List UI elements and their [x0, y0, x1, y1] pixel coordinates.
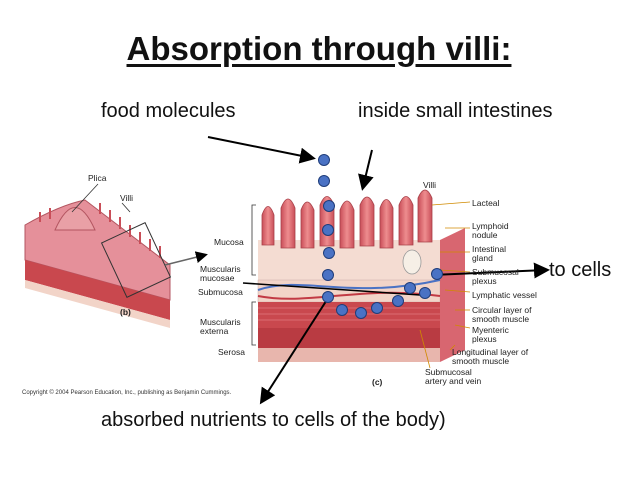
- molecule-dot: [419, 287, 431, 299]
- submucosal-plexus-label: Submucosal plexus: [472, 267, 519, 286]
- molecule-dot: [431, 268, 443, 280]
- molecule-dot: [323, 200, 335, 212]
- lymphoid-nodule-label: Lymphoid nodule: [472, 221, 509, 240]
- circular-layer-label: Circular layer of smooth muscle: [472, 305, 532, 324]
- to-cells-label: to cells: [549, 259, 612, 281]
- submucosa-label: Submucosa: [198, 287, 243, 297]
- muscularis-externa-label: Muscularis externa: [200, 317, 241, 336]
- food-molecules-arrow: [207, 136, 316, 164]
- plica-illustration: [24, 183, 208, 328]
- absorbed-nutrients-arrow: [259, 294, 331, 405]
- myenteric-plexus-label: Myenteric plexus: [472, 325, 509, 344]
- molecule-dot: [318, 154, 330, 166]
- molecule-dot: [322, 269, 334, 281]
- serosa-label: Serosa: [218, 347, 245, 357]
- longitudinal-layer-label: Longitudinal layer of smooth muscle: [452, 347, 529, 366]
- submucosa-pointer-line: [242, 282, 421, 296]
- intestine-arrow: [358, 149, 374, 191]
- copyright-text: Copyright © 2004 Pearson Education, Inc.…: [22, 390, 232, 396]
- molecule-dot: [336, 304, 348, 316]
- submucosal-artery-label: Submucosal artery and vein: [425, 367, 482, 386]
- molecule-dot: [355, 307, 367, 319]
- absorbed-nutrients-label: absorbed nutrients to cells of the body): [101, 409, 446, 431]
- page-title: Absorption through villi:: [126, 30, 512, 67]
- mucosa-label: Mucosa: [214, 237, 244, 247]
- food-molecules-label: food molecules: [101, 100, 236, 122]
- lymphatic-vessel-label: Lymphatic vessel: [472, 290, 537, 300]
- villi-c-label: Villi: [423, 180, 437, 190]
- molecule-dot: [404, 282, 416, 294]
- nutrient-molecules: [318, 154, 443, 319]
- molecule-dot: [318, 175, 330, 187]
- lacteal-label: Lacteal: [472, 198, 500, 208]
- molecule-dot: [322, 291, 334, 303]
- panel-b-label: (b): [120, 307, 131, 317]
- molecule-dot: [323, 247, 335, 259]
- inside-small-intestines-label: inside small intestines: [358, 100, 553, 122]
- intestinal-gland-label: Intestinal gland: [472, 244, 507, 263]
- villi-b-label: Villi: [120, 193, 134, 203]
- to-cells-arrow: [431, 262, 550, 279]
- molecule-dot: [322, 224, 334, 236]
- molecule-dot: [392, 295, 404, 307]
- muscularis-mucosae-label: Muscularis mucosae: [200, 264, 241, 283]
- panel-c-label: (c): [372, 377, 383, 387]
- molecule-dot: [371, 302, 383, 314]
- plica-label: Plica: [88, 173, 107, 183]
